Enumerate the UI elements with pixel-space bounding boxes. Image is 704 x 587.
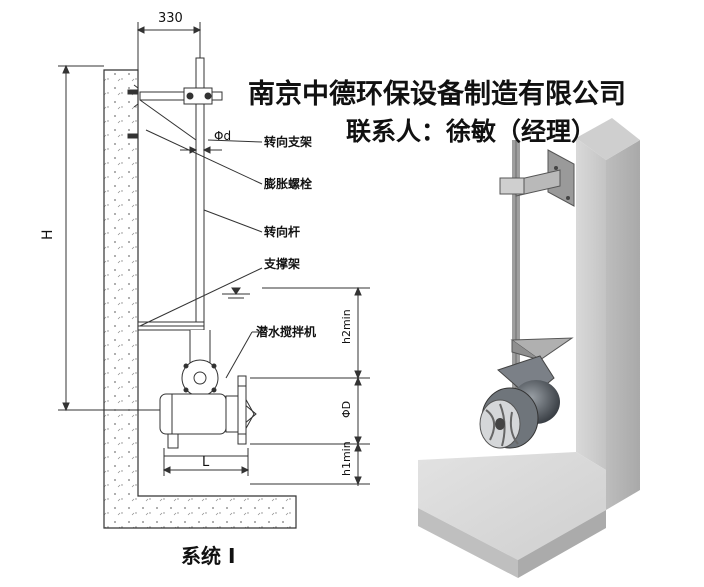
- contact-line: 联系人：徐敏（经理）: [346, 117, 597, 146]
- dim-diameter-D: ΦD: [340, 401, 353, 418]
- label-turn-rod: 转向杆: [264, 224, 300, 239]
- 3d-render: [418, 118, 640, 578]
- support-frame: [137, 321, 205, 331]
- label-support-frame: 支撑架: [263, 256, 300, 271]
- company-name: 南京中德环保设备制造有限公司: [248, 79, 626, 110]
- mixer-assembly: [159, 330, 257, 449]
- technical-drawing: [58, 22, 370, 529]
- dim-H: H: [40, 229, 56, 240]
- system-caption: 系统 Ⅰ: [181, 544, 236, 568]
- top-bracket: [127, 84, 223, 141]
- label-turn-bracket: 转向支架: [264, 134, 312, 149]
- dim-rod-diameter: Φd: [214, 129, 231, 143]
- dim-330: 330: [158, 11, 183, 26]
- label-expansion-bolt: 膨胀螺栓: [263, 176, 312, 191]
- water-level-mark: [222, 287, 250, 299]
- dim-h1min: h1min: [340, 441, 353, 476]
- dim-h2min: h2min: [340, 309, 353, 344]
- label-submersible-mixer: 潜水搅拌机: [256, 324, 316, 339]
- dim-L: L: [202, 455, 210, 470]
